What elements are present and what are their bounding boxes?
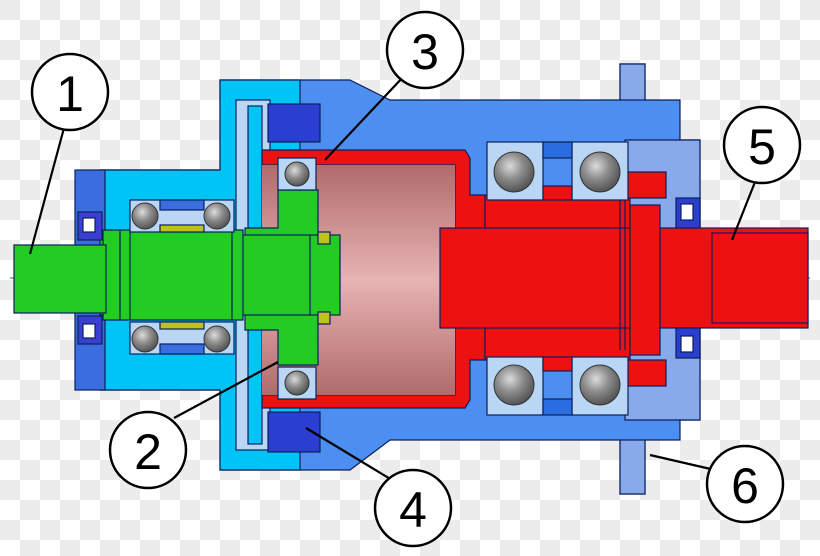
input-shaft-tip — [13, 244, 107, 314]
bearing-spacer-top-lower — [542, 185, 573, 201]
output-bearings — [486, 141, 629, 416]
svg-text:5: 5 — [748, 119, 776, 175]
leader-lines — [28, 74, 757, 481]
output-seals — [675, 197, 701, 359]
input-shaft-collar — [102, 229, 244, 321]
callout-3: 3 — [385, 10, 465, 90]
seal-ring — [267, 103, 321, 453]
bearing-spacer-bottom — [542, 398, 573, 416]
leader-3 — [324, 74, 406, 161]
bearing-ball — [131, 202, 159, 230]
bearing-ball — [284, 370, 310, 396]
bearing-ball — [579, 364, 621, 406]
callout-1: 1 — [30, 52, 110, 132]
flange-lug-top — [619, 63, 646, 101]
flange-lug-bottom — [619, 439, 646, 495]
bearing-ball — [284, 161, 310, 187]
output-seal-bottom — [675, 327, 701, 359]
callout-4: 4 — [373, 468, 453, 548]
bearing-ball — [203, 325, 231, 353]
bearing-ball — [203, 202, 231, 230]
bearing-ball — [579, 151, 621, 193]
bearing-spacer-bottom-upper — [542, 356, 573, 372]
bearing-ball — [131, 325, 159, 353]
leader-2 — [173, 361, 279, 419]
leader-6 — [649, 453, 716, 472]
svg-text:1: 1 — [56, 66, 84, 122]
callout-5: 5 — [722, 105, 802, 185]
svg-text:4: 4 — [399, 482, 427, 538]
output-shaft — [439, 171, 809, 387]
callout-2: 2 — [108, 410, 188, 490]
locknut-top — [627, 171, 667, 199]
input-bearings — [129, 199, 235, 355]
bearing-spacer-top — [542, 141, 573, 159]
bearing-ball — [493, 151, 535, 193]
bearing-ball — [493, 364, 535, 406]
svg-text:3: 3 — [411, 24, 439, 80]
output-shaft-body — [439, 227, 636, 329]
output-shaft-stub — [629, 204, 661, 356]
leader-5 — [730, 181, 757, 241]
leader-1 — [28, 127, 66, 255]
output-shaft-step — [711, 232, 809, 324]
flange-bearings — [277, 157, 331, 400]
svg-text:6: 6 — [731, 458, 759, 514]
locknut-bottom — [627, 359, 667, 387]
input-seals — [77, 211, 103, 345]
svg-text:2: 2 — [134, 424, 162, 480]
leader-4 — [305, 427, 393, 481]
callout-6: 6 — [705, 444, 785, 524]
input-shaft — [13, 189, 341, 366]
